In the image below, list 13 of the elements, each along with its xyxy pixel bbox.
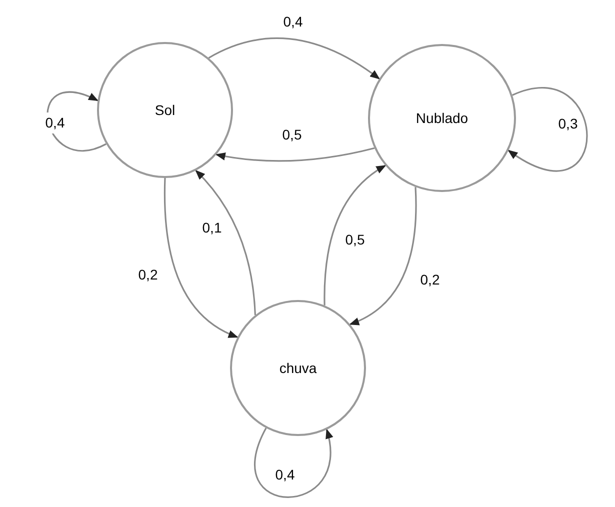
- arrow: [324, 164, 386, 306]
- arrow: [208, 38, 380, 80]
- arrow: [254, 428, 332, 498]
- arrow: [215, 147, 375, 162]
- edge-label: 0,4: [43, 112, 67, 134]
- arrow: [46, 91, 106, 152]
- arrow: [349, 187, 417, 326]
- state-label: chuva: [279, 358, 317, 378]
- arrow: [195, 170, 256, 316]
- arrow: [164, 178, 238, 338]
- state-label: Nublado: [416, 108, 468, 128]
- arrow: [508, 88, 588, 172]
- state-label: Sol: [154, 100, 176, 120]
